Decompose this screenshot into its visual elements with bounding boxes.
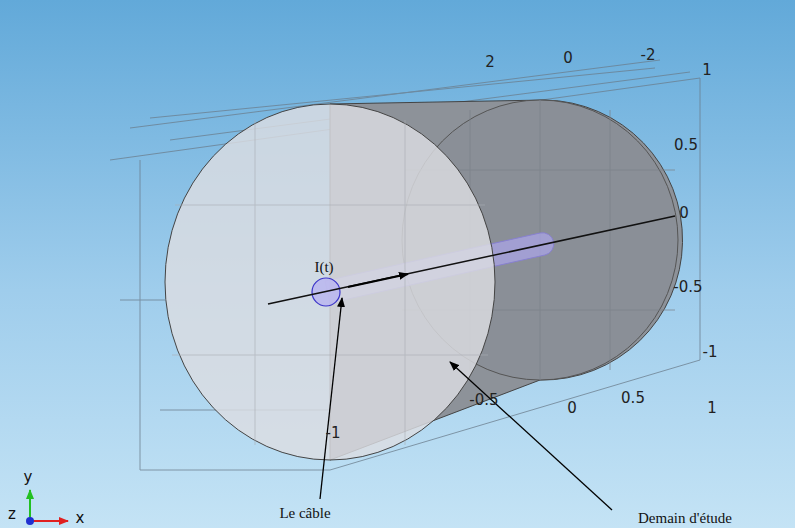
axis-tick: -0.5 xyxy=(469,392,498,409)
axis-tick: 2 xyxy=(485,54,495,71)
axis-tick: -2 xyxy=(641,47,656,64)
axis-tick: 0 xyxy=(567,400,577,417)
axis-tick: 0 xyxy=(679,205,689,222)
axis-tick: -1 xyxy=(326,425,341,442)
axis-tick: -0.5 xyxy=(673,279,702,296)
axis-tick: 1 xyxy=(707,400,717,417)
axis-tick: 0.5 xyxy=(674,137,698,154)
axis-name: z xyxy=(8,506,16,523)
axis-tick: 0 xyxy=(563,50,573,67)
axis-tick: -1 xyxy=(703,344,718,361)
axis-name: x xyxy=(76,510,85,527)
part-label: Demain d'étude xyxy=(638,510,732,527)
part-label: Le câble xyxy=(279,505,330,522)
axis-tick: 1 xyxy=(702,62,712,79)
current-label: I(t) xyxy=(314,259,333,276)
axis-tick: 0.5 xyxy=(621,390,645,407)
axis-name: y xyxy=(24,469,33,486)
